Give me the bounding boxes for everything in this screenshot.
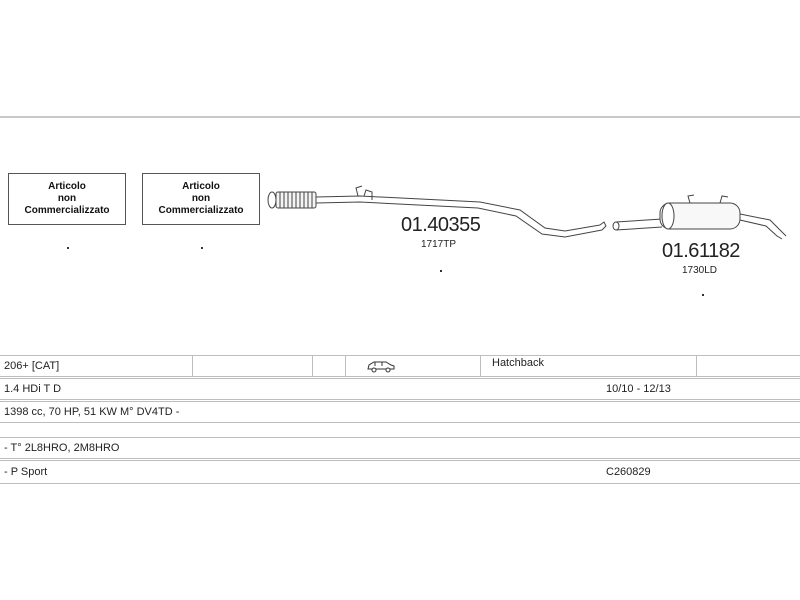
placeholder-line: Commercializzato (24, 205, 110, 216)
type-codes: - T° 2L8HRO, 2M8HRO (4, 442, 120, 454)
placeholder-line: non (57, 193, 77, 204)
cell-divider (192, 356, 193, 376)
cell-divider (345, 356, 346, 376)
body-type: Hatchback (492, 357, 544, 369)
marker-dot (67, 247, 69, 249)
placeholder-box-1: Articolo non Commercializzato (8, 173, 126, 225)
engine-spec: 1398 cc, 70 HP, 51 KW M° DV4TD - (4, 406, 180, 418)
part-code-intermediate: 01.40355 (401, 214, 481, 236)
engine-name: 1.4 HDi T D (4, 383, 62, 395)
table-row-engine: 1.4 HDi T D 10/10 - 12/13 (0, 378, 800, 400)
cell-divider (480, 356, 481, 376)
model-name: 206+ [CAT] (4, 360, 60, 372)
top-divider (0, 116, 800, 118)
rear-muffler-drawing (612, 194, 787, 240)
part-sub-intermediate: 1717TP (421, 239, 457, 250)
table-row-spec: 1398 cc, 70 HP, 51 KW M° DV4TD - (0, 401, 800, 423)
cell-divider (696, 356, 697, 376)
catalog-code: C260829 (606, 466, 651, 478)
placeholder-line: Commercializzato (158, 205, 244, 216)
placeholder-line: Articolo (182, 181, 220, 192)
placeholder-box-2: Articolo non Commercializzato (142, 173, 260, 225)
part-code-rear: 01.61182 (662, 240, 740, 262)
table-row-version: - P Sport C260829 (0, 460, 800, 484)
version-name: - P Sport (4, 466, 48, 478)
placeholder-line: Articolo (48, 181, 86, 192)
part-sub-rear: 1730LD (682, 265, 718, 276)
marker-dot (201, 247, 203, 249)
marker-dot (702, 294, 704, 296)
placeholder-line: non (191, 193, 211, 204)
production-dates: 10/10 - 12/13 (606, 383, 671, 395)
intermediate-pipe-drawing (315, 195, 601, 232)
table-row-type: - T° 2L8HRO, 2M8HRO (0, 437, 800, 459)
flex-pipe-drawing (267, 191, 317, 209)
car-icon (366, 356, 396, 376)
table-row-model: 206+ [CAT] Hatchback (0, 355, 800, 377)
cell-divider (312, 356, 313, 376)
marker-dot (440, 270, 442, 272)
